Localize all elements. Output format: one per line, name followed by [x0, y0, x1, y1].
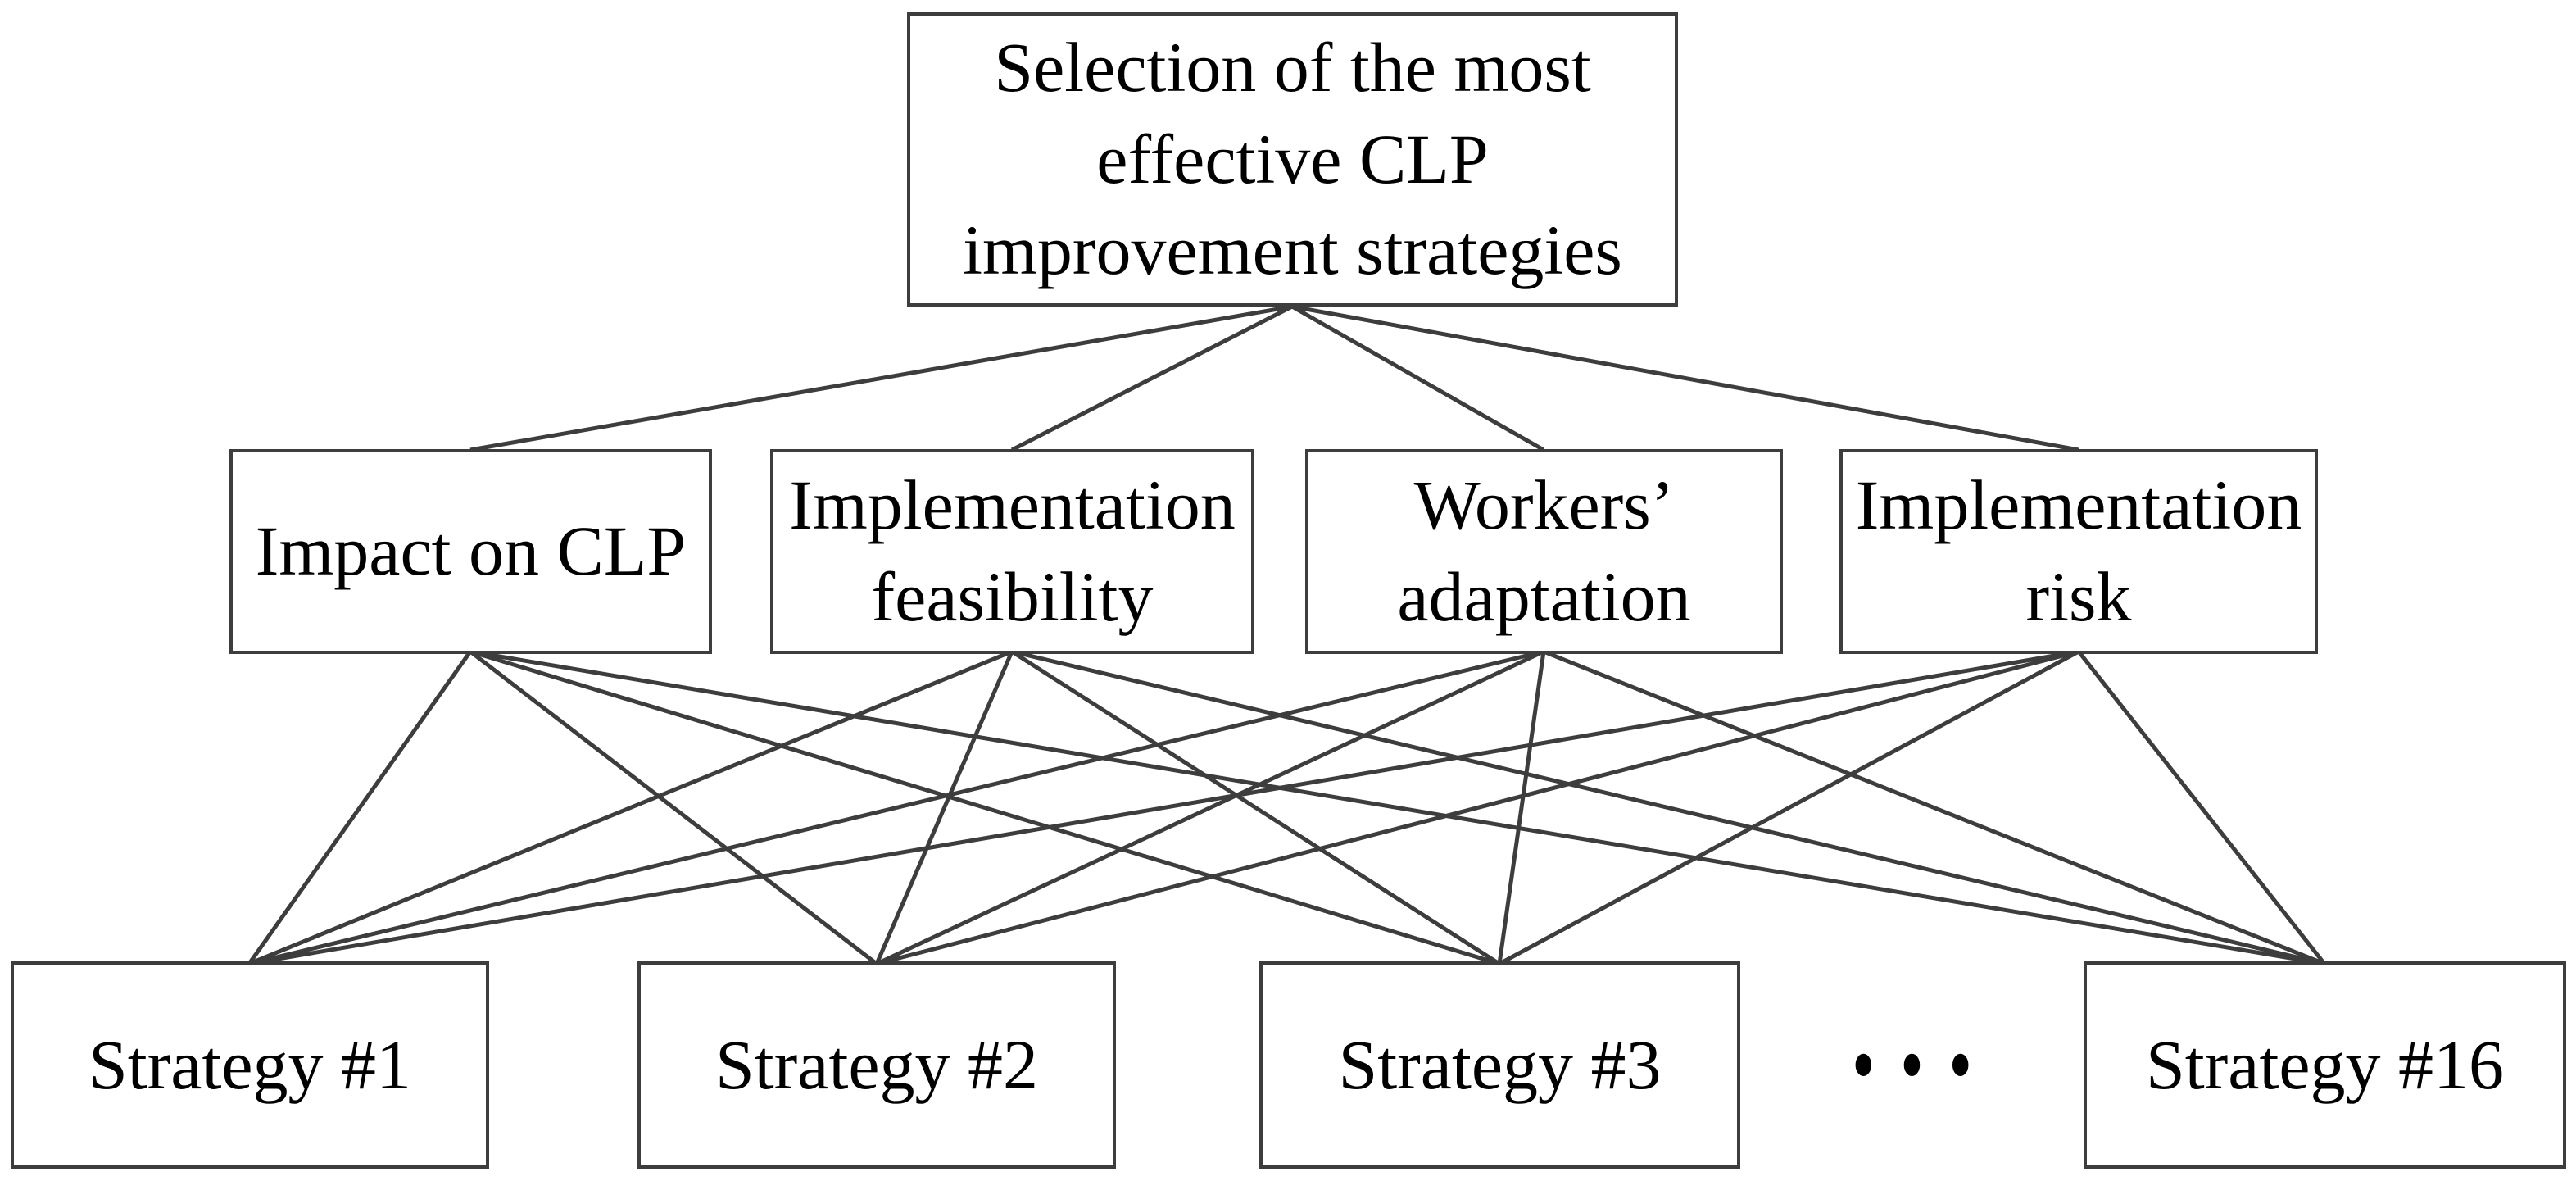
strategy-box-16: Strategy #16: [2084, 961, 2566, 1169]
strategy-label: Strategy #3: [1338, 1024, 1662, 1104]
edge-c4-s1: [248, 649, 2079, 966]
strategy-label: Strategy #16: [2145, 1024, 2505, 1104]
goal-label-line1: Selection of the most: [994, 27, 1591, 107]
edge-goal-c3: [1290, 304, 1545, 452]
criterion-box-workers-adaptation: Workers’ adaptation: [1305, 449, 1783, 654]
edge-c2-s1: [248, 649, 1013, 966]
criterion-label: Impact on CLP: [255, 511, 687, 591]
edge-c1-s2: [469, 650, 878, 965]
ellipsis-dots: •••: [1853, 1018, 1999, 1111]
strategy-box-1: Strategy #1: [11, 961, 489, 1169]
edge-c2-s3: [1010, 649, 1501, 966]
edge-goal-c2: [1010, 304, 1294, 452]
strategies-ellipsis-container: •••: [1740, 961, 2084, 1169]
goal-box: Selection of the most effective CLP impr…: [907, 12, 1678, 307]
criterion-label-line2: risk: [2025, 557, 2132, 636]
edge-goal-c4: [1291, 304, 2079, 452]
edge-c4-s2: [876, 649, 2079, 966]
edge-c4-s3: [1498, 649, 2080, 966]
edge-c3-s1: [248, 649, 1544, 966]
edge-c2-s16: [1011, 649, 2325, 966]
strategy-box-3: Strategy #3: [1259, 961, 1740, 1169]
strategy-label: Strategy #1: [88, 1024, 412, 1104]
edge-c2-s2: [874, 651, 1014, 965]
criterion-label-line1: Implementation: [789, 466, 1236, 545]
edge-c3-s2: [875, 649, 1545, 966]
criterion-label-line2: feasibility: [871, 557, 1154, 636]
strategy-label: Strategy #2: [714, 1024, 1039, 1104]
criterion-label-line2: adaptation: [1397, 557, 1691, 636]
strategy-box-2: Strategy #2: [637, 961, 1116, 1169]
goal-label-line3: improvement strategies: [963, 211, 1622, 290]
edge-c1-s3: [469, 649, 1500, 966]
criterion-label-line1: Implementation: [1855, 466, 2302, 545]
goal-label-line2: effective CLP: [1096, 119, 1489, 198]
criterion-box-implementation-risk: Implementation risk: [1839, 449, 2318, 654]
edge-c3-s3: [1497, 651, 1546, 965]
criterion-box-impact-on-clp: Impact on CLP: [229, 449, 712, 654]
edge-c1-s1: [247, 650, 473, 965]
criterion-box-implementation-feasibility: Implementation feasibility: [770, 449, 1254, 654]
edge-c3-s16: [1543, 649, 2325, 966]
edge-goal-c1: [469, 304, 1293, 452]
edge-c1-s16: [469, 649, 2325, 966]
criterion-label-line1: Workers’: [1413, 466, 1675, 545]
edge-c4-s16: [2077, 650, 2326, 965]
